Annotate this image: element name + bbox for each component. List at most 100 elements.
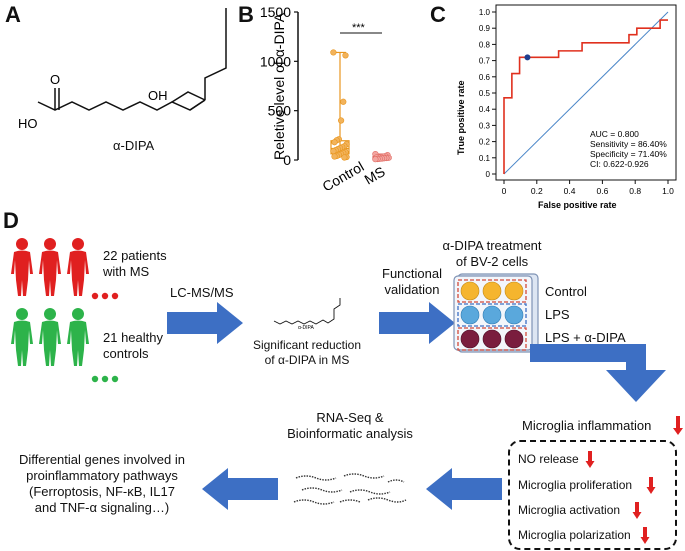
sensitivity-annotation: Sensitivity = 86.40% (590, 139, 667, 149)
genes-line-1: Differential genes involved in (19, 452, 185, 467)
genes-line-4: and TNF-α signaling…) (34, 500, 170, 515)
chart-b-point (330, 148, 337, 155)
sequencing-reads-icon (293, 473, 407, 505)
chart-c-xtick-label: 0.2 (531, 186, 543, 196)
auc-annotation: AUC = 0.800 (590, 129, 639, 139)
chart-c-ytick-label: 0.7 (479, 57, 491, 66)
molecule-name: α-DIPA (113, 138, 155, 153)
chart-b-ytick-label: 500 (268, 103, 292, 119)
activation-down-arrow-icon (632, 502, 642, 519)
significance-label: *** (352, 22, 366, 34)
panel-label-b: B (238, 2, 254, 27)
rnaseq-line-1: RNA-Seq & (316, 410, 384, 425)
chart-b-ytick-label: 1500 (260, 4, 291, 20)
control-dots (91, 375, 119, 383)
genes-text: Differential genes involved in proinflam… (4, 452, 200, 516)
category-control: Control (320, 158, 367, 190)
chart-b-point (337, 117, 345, 124)
row-label-lps-dipa: LPS + α-DIPA (545, 330, 626, 345)
chart-c-ytick-label: 0.3 (479, 121, 491, 130)
mini-molecule-icon: α-DIPA (273, 298, 341, 331)
inflammation-text: Microglia inflammation (522, 418, 652, 433)
chart-b-point (331, 139, 338, 146)
arrow-left-2 (202, 468, 278, 510)
chart-b-point (330, 49, 337, 56)
oh-label: OH (148, 88, 168, 103)
diagonal-reference-line (503, 11, 669, 175)
polarization-down-arrow-icon (640, 527, 650, 544)
controls-text: 21 healthy controls (103, 330, 163, 362)
mini-molecule-label: α-DIPA (298, 325, 315, 331)
functional-line-2: validation (384, 282, 440, 297)
patients-text: 22 patients with MS (103, 248, 167, 280)
effects-box (508, 440, 677, 550)
chart-b-ylabel: Reletive level of α-DIPA (271, 12, 287, 160)
patients-line-1: 22 patients (103, 248, 167, 263)
chart-b-point (372, 156, 379, 163)
o-label: O (50, 72, 60, 87)
chart-b-point (340, 98, 347, 105)
reduction-line-1: Significant reduction (252, 338, 362, 352)
chart-c-xtick-label: 0.6 (596, 186, 608, 196)
chart-c: True positive rate False positive rate 0… (456, 4, 677, 210)
arrow-left-1 (426, 468, 502, 510)
chart-c-ytick-label: 0.9 (479, 24, 491, 33)
chart-c-ytick-label: 0.5 (479, 89, 491, 98)
chart-c-xtick-label: 0 (502, 186, 507, 196)
chart-c-xtick-label: 0.4 (564, 186, 576, 196)
chart-c-ytick-label: 0.6 (479, 73, 491, 82)
cutoff-point (524, 54, 531, 61)
chart-b-point (331, 153, 338, 160)
functional-line-1: Functional (382, 266, 442, 281)
treatment-line-2: of BV-2 cells (455, 254, 529, 269)
reduction-line-2: of α-DIPA in MS (264, 353, 350, 367)
box-item-no-release: NO release (518, 452, 579, 466)
well-plate (453, 273, 539, 353)
chart-c-ytick-label: 1.0 (479, 8, 491, 17)
chart-c-ylabel: True positive rate (456, 80, 466, 155)
controls-line-2: controls (103, 346, 149, 361)
chart-b-point (341, 154, 348, 161)
row-label-control: Control (545, 284, 587, 299)
rnaseq-text: RNA-Seq & Bioinformatic analysis (270, 410, 430, 442)
no-release-down-arrow-icon (585, 451, 595, 468)
patients-line-2: with MS (103, 264, 150, 279)
controls-line-1: 21 healthy (103, 330, 163, 345)
proliferation-down-arrow-icon (646, 477, 656, 494)
chart-c-xtick-label: 0.8 (629, 186, 641, 196)
chart-c-ytick-label: 0 (486, 170, 491, 179)
alpha-dipa-structure: HO O OH (18, 8, 227, 131)
patient-figures (11, 238, 89, 296)
arrow-bent-down (530, 344, 666, 402)
chart-b: Reletive level of α-DIPA 0 500 1000 1500 **… (260, 4, 392, 190)
control-row-box (457, 279, 527, 303)
reduction-text: Significant reduction of α-DIPA in MS (242, 338, 372, 368)
rnaseq-line-2: Bioinformatic analysis (287, 426, 413, 441)
box-item-polarization: Microglia polarization (518, 528, 631, 542)
category-ms: MS (362, 163, 388, 187)
ho-label: HO (18, 116, 38, 131)
panel-label-d: D (3, 208, 19, 233)
chart-b-ytick-label: 0 (283, 152, 291, 168)
roc-curve (503, 19, 668, 174)
chart-c-ytick-label: 0.8 (479, 40, 491, 49)
chart-c-ytick-label: 0.1 (479, 154, 491, 163)
functional-text: Functional validation (368, 266, 456, 298)
panel-label-a: A (5, 2, 21, 27)
inflammation-down-arrow-icon (673, 416, 683, 435)
box-item-proliferation: Microglia proliferation (518, 478, 633, 492)
genes-line-3: (Ferroptosis, NF-κB, IL17 (29, 484, 175, 499)
chart-b-ytick-label: 1000 (260, 53, 291, 69)
chart-c-ytick-label: 0.2 (479, 138, 491, 147)
control-figures (11, 308, 89, 366)
chart-c-xlabel: False positive rate (538, 200, 617, 210)
chart-c-xtick-label: 1.0 (662, 186, 674, 196)
treatment-line-1: α-DIPA treatment (442, 238, 542, 253)
ci-annotation: CI: 0.622-0.926 (590, 159, 649, 169)
lps-row-box (457, 303, 527, 327)
treatment-title: α-DIPA treatment of BV-2 cells (432, 238, 552, 270)
lcms-label: LC-MS/MS (170, 285, 234, 300)
panel-label-c: C (430, 2, 446, 27)
specificity-annotation: Specificity = 71.40% (590, 149, 667, 159)
row-label-lps: LPS (545, 307, 570, 322)
